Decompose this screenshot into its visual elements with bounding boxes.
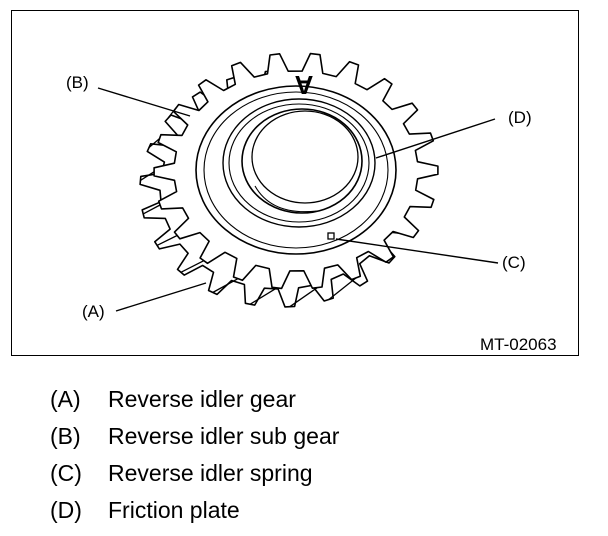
legend-item-b: (B) Reverse idler sub gear [50, 421, 570, 458]
figure-code: MT-02063 [480, 335, 557, 354]
leader-lines [97, 87, 499, 312]
figure-frame: A (B) (D) (C) (A) MT-02063 [11, 10, 579, 356]
legend-text: Reverse idler gear [108, 386, 296, 412]
legend-key: (A) [50, 386, 81, 412]
tooth-side-stroke [140, 171, 155, 181]
tooth-side-stroke [156, 234, 178, 246]
legend-item-d: (D) Friction plate [50, 495, 570, 532]
tooth-side-stroke [142, 204, 161, 215]
legend-text: Reverse idler spring [108, 460, 313, 486]
callout-a: (A) [82, 302, 105, 321]
tooth-side-stroke [148, 138, 160, 149]
legend-item-c: (C) Reverse idler spring [50, 458, 570, 495]
gear-mark: A [294, 70, 313, 100]
tooth-side-stroke [289, 287, 318, 308]
gear-illustration: A (B) (D) (C) (A) MT-02063 [66, 52, 557, 354]
legend-text: Reverse idler sub gear [108, 423, 340, 449]
tooth-side-stroke [180, 260, 205, 273]
tooth-side-stroke [328, 277, 357, 301]
callout-c: (C) [502, 253, 526, 272]
legend-key: (C) [50, 460, 82, 486]
tooth-side-stroke [249, 287, 278, 305]
legend-key: (B) [50, 423, 81, 449]
legend: (A) Reverse idler gear (B) Reverse idler… [50, 384, 570, 532]
legend-key: (D) [50, 497, 82, 523]
legend-item-a: (A) Reverse idler gear [50, 384, 570, 421]
gear-tooth-sides [140, 107, 357, 308]
tooth-side-stroke [212, 278, 239, 294]
callout-b: (B) [66, 73, 89, 92]
legend-text: Friction plate [108, 497, 240, 523]
callout-d: (D) [508, 108, 532, 127]
reverse-idler-spring [327, 232, 335, 240]
gear-hub [222, 98, 376, 228]
